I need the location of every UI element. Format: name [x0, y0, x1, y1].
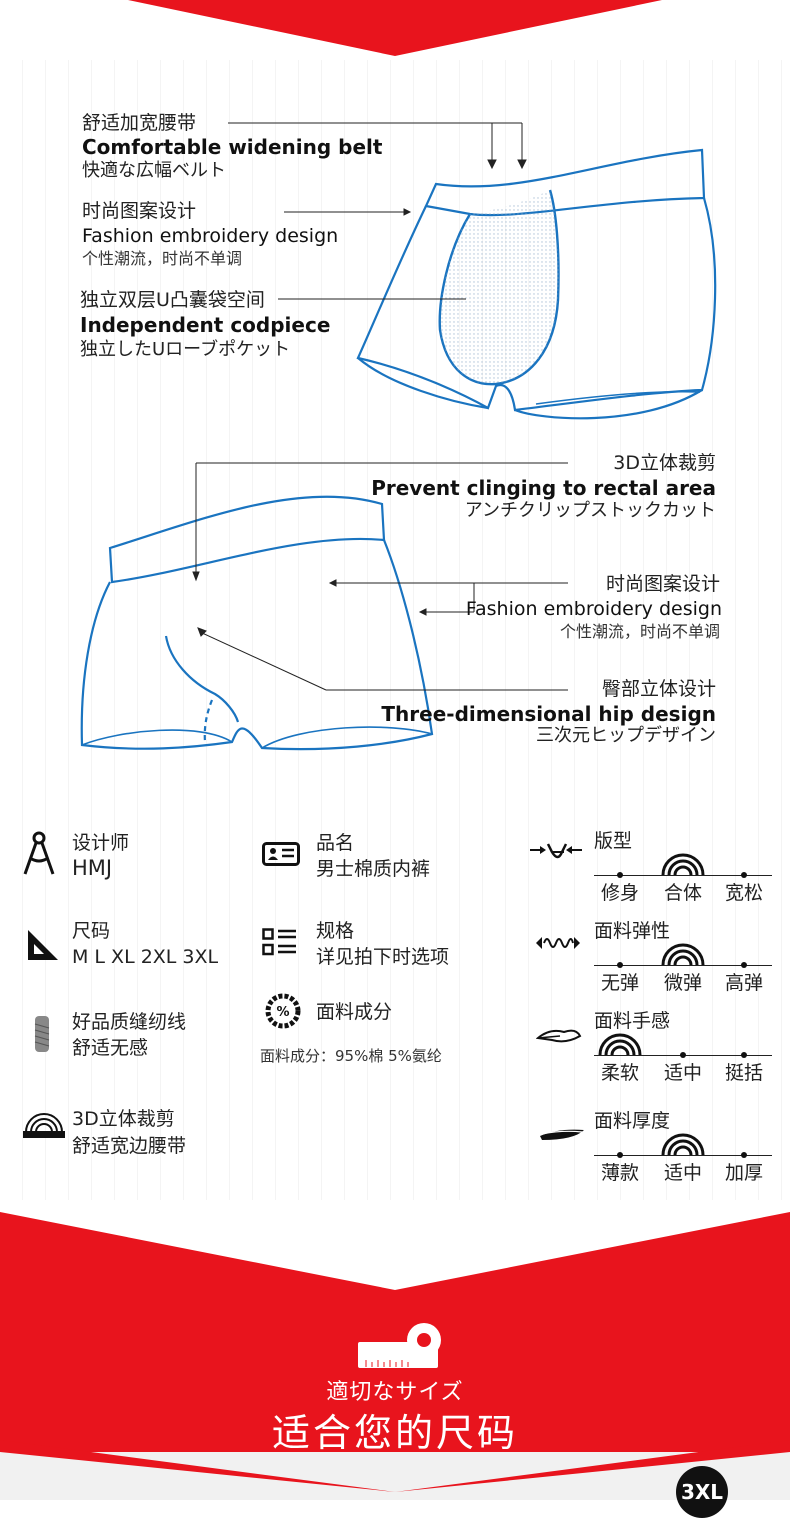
joomuo-logo-icon — [23, 1113, 65, 1138]
scale-dot — [680, 1052, 686, 1058]
callout-embroidery-en: Fashion embroidery design — [82, 225, 339, 247]
thickness-icon — [540, 1129, 584, 1140]
callout-3dcut-jp: アンチクリップストックカット — [464, 500, 716, 521]
scale-title: 版型 — [594, 830, 633, 852]
scale-track — [594, 1155, 772, 1156]
cut-value: 舒适宽边腰带 — [72, 1135, 187, 1157]
scale-option-label: 高弹 — [724, 972, 763, 994]
size-value: M L XL 2XL 3XL — [72, 946, 219, 968]
scale-option-label: 薄款 — [600, 1162, 639, 1184]
scale-track — [594, 875, 772, 876]
percent-gauge-icon: % — [265, 993, 301, 1029]
scale-option-label: 微弹 — [663, 972, 702, 994]
spec-value: 详见拍下时选项 — [316, 946, 450, 968]
callout-hip-en: Three-dimensional hip design — [381, 702, 716, 726]
scale-dot — [741, 1052, 747, 1058]
callout-codpiece-en: Independent codpiece — [80, 313, 331, 337]
callout-back-embroidery-en: Fashion embroidery design — [465, 598, 722, 620]
callout-back-embroidery-zh: 时尚图案设计 — [605, 573, 720, 595]
back-underwear-illustration — [80, 495, 434, 751]
scale-dot — [617, 872, 623, 878]
scale-option-label: 合体 — [663, 882, 702, 904]
id-card-icon — [262, 842, 300, 866]
set-square-icon — [28, 930, 58, 960]
fit-size-jp: 適切なサイズ — [326, 1380, 464, 1405]
scale-title: 面料厚度 — [594, 1110, 671, 1132]
scale-selected-marker — [598, 1033, 642, 1056]
fit-size-title: 适合您的尺码 — [271, 1411, 518, 1455]
designer-value: HMJ — [72, 856, 113, 880]
callout-hip-jp: 三次元ヒップデザイン — [536, 725, 716, 746]
callout-embroidery-jp: 个性潮流，时尚不单调 — [82, 249, 243, 268]
scale-option-label: 无弹 — [600, 972, 639, 994]
elasticity-icon — [536, 937, 580, 949]
scale-option-label: 宽松 — [724, 882, 763, 904]
size-badge[interactable]: 3XL — [676, 1466, 728, 1518]
front-callout-lines — [228, 122, 527, 300]
spec-label: 规格 — [316, 920, 355, 942]
callout-3dcut-en: Prevent clinging to rectal area — [371, 476, 716, 500]
size-label: 尺码 — [72, 920, 111, 942]
back-callout-lines — [192, 462, 568, 691]
callout-3dcut-zh: 3D立体裁剪 — [613, 452, 716, 474]
thread-spool-icon — [34, 1016, 50, 1052]
callout-back-embroidery-jp: 个性潮流，时尚不单调 — [559, 622, 720, 641]
background-grid — [0, 60, 790, 1200]
scale-selected-marker — [661, 1133, 705, 1156]
scale-dot — [617, 962, 623, 968]
composition-value: 面料成分：95%棉 5%氨纶 — [260, 1047, 442, 1065]
scale-option-label: 挺括 — [724, 1062, 763, 1084]
product-name-label: 品名 — [316, 832, 355, 854]
callout-codpiece-jp: 独立したUローブポケット — [80, 339, 291, 360]
tape-measure-icon — [358, 1323, 441, 1368]
scale-option-label: 适中 — [663, 1062, 702, 1084]
callout-codpiece-zh: 独立双层U凸囊袋空间 — [80, 289, 265, 311]
scale-dot — [741, 1152, 747, 1158]
designer-label: 设计师 — [72, 832, 130, 854]
callout-embroidery-zh: 时尚图案设计 — [82, 200, 197, 222]
svg-text:%: % — [276, 1005, 289, 1020]
fit-icon — [530, 843, 582, 859]
callout-hip-zh: 臀部立体设计 — [601, 678, 716, 700]
scale-option-label: 适中 — [663, 1162, 702, 1184]
scale-selected-marker — [661, 943, 705, 966]
scale-title: 面料手感 — [594, 1010, 671, 1032]
top-red-banner — [128, 0, 662, 56]
product-name-value: 男士棉质内裤 — [316, 858, 431, 880]
thread-value: 舒适无感 — [72, 1037, 149, 1059]
scale-dot — [741, 962, 747, 968]
hand-feel-icon — [536, 1029, 582, 1043]
cut-label: 3D立体裁剪 — [72, 1108, 175, 1130]
list-icon — [262, 928, 296, 956]
scale-option-label: 加厚 — [724, 1162, 763, 1184]
composition-label: 面料成分 — [316, 1001, 393, 1023]
scale-option-label: 柔软 — [600, 1062, 639, 1084]
scale-title: 面料弹性 — [594, 920, 671, 942]
scale-dot — [741, 872, 747, 878]
scale-dot — [617, 1152, 623, 1158]
pouch-texture — [439, 190, 559, 385]
callout-belt-jp: 快適な広幅ベルト — [82, 160, 226, 181]
scale-selected-marker — [661, 853, 705, 876]
scale-track — [594, 965, 772, 966]
thread-label: 好品质缝纫线 — [72, 1011, 187, 1033]
callout-belt-en: Comfortable widening belt — [82, 135, 383, 159]
callout-belt-zh: 舒适加宽腰带 — [82, 112, 197, 134]
scale-option-label: 修身 — [600, 882, 639, 904]
compass-icon — [23, 831, 55, 875]
